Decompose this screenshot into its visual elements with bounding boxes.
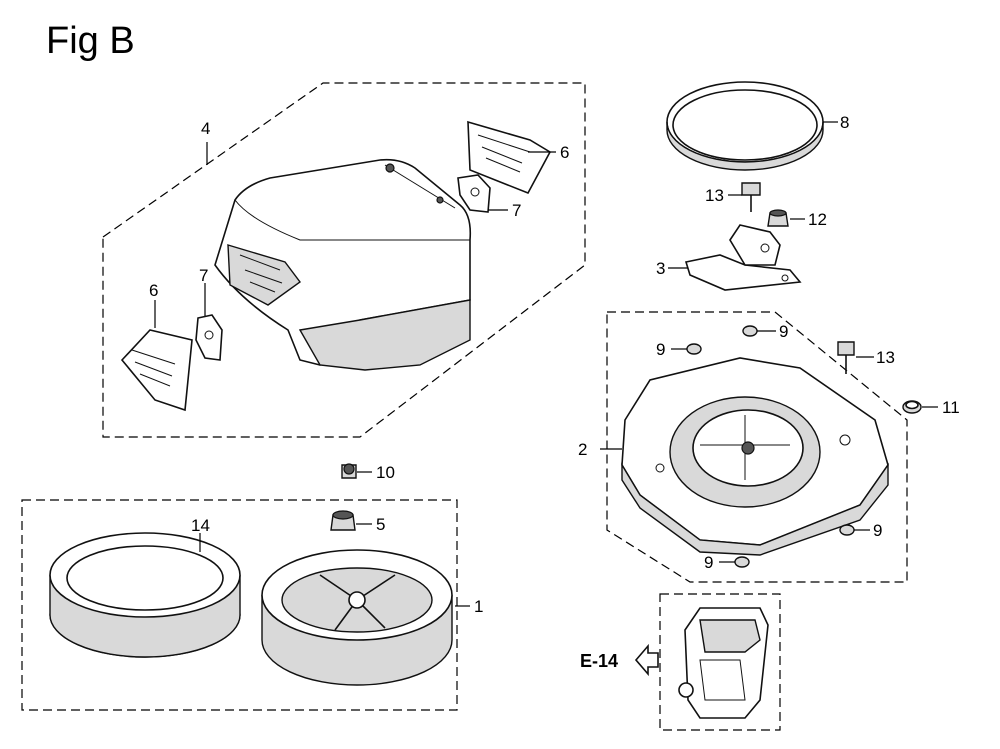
figure-title: Fig B [46, 20, 135, 62]
latch-7-lower [195, 314, 223, 361]
nut-12 [767, 209, 789, 227]
air-cleaner-case-2 [621, 357, 889, 556]
callout-2: 2 [578, 440, 587, 459]
callout-9-bottom: 9 [704, 553, 713, 572]
nut-5 [330, 510, 356, 531]
group-4-outline [102, 82, 586, 438]
reference-label: E-14 [580, 651, 618, 671]
callout-13-lower: 13 [876, 348, 895, 367]
latch-7-upper [457, 174, 491, 213]
clip-6-lower [120, 329, 193, 412]
foam-element-14 [49, 532, 241, 658]
callout-12: 12 [808, 210, 827, 229]
callout-10: 10 [376, 463, 395, 482]
screw-10 [341, 463, 357, 479]
callout-3: 3 [656, 259, 665, 278]
air-cleaner-cover [214, 158, 472, 371]
bracket-3 [684, 224, 802, 291]
callout-7-lower: 7 [199, 266, 208, 285]
callout-8: 8 [840, 113, 849, 132]
e14-outline [659, 593, 781, 731]
elbow-part-e14 [678, 607, 769, 719]
callout-6-lower: 6 [149, 281, 158, 300]
seal-ring-8 [666, 81, 824, 171]
bolt-13-lower [837, 341, 855, 374]
group-2-outline [606, 311, 908, 583]
callout-4: 4 [201, 119, 210, 138]
filter-element-1 [261, 549, 453, 686]
bolt-13-upper [741, 182, 761, 212]
callout-1: 1 [474, 597, 483, 616]
callout-6-upper: 6 [560, 143, 569, 162]
grommet-9-d [734, 556, 750, 568]
grommet-9-b [686, 343, 702, 355]
clip-6-upper [467, 120, 552, 195]
grommet-9-a [742, 325, 758, 337]
callout-7-upper: 7 [512, 201, 521, 220]
callout-9-top: 9 [779, 322, 788, 341]
callout-13-upper: 13 [705, 186, 724, 205]
grommet-9-c [839, 524, 855, 536]
reference-arrow-icon [634, 643, 659, 677]
callout-11: 11 [942, 398, 960, 417]
group-1-outline [21, 499, 458, 711]
callout-5: 5 [376, 515, 385, 534]
collar-11 [902, 400, 922, 414]
callout-14: 14 [191, 516, 210, 535]
callout-9-left: 9 [656, 340, 665, 359]
callout-9-right: 9 [873, 521, 882, 540]
